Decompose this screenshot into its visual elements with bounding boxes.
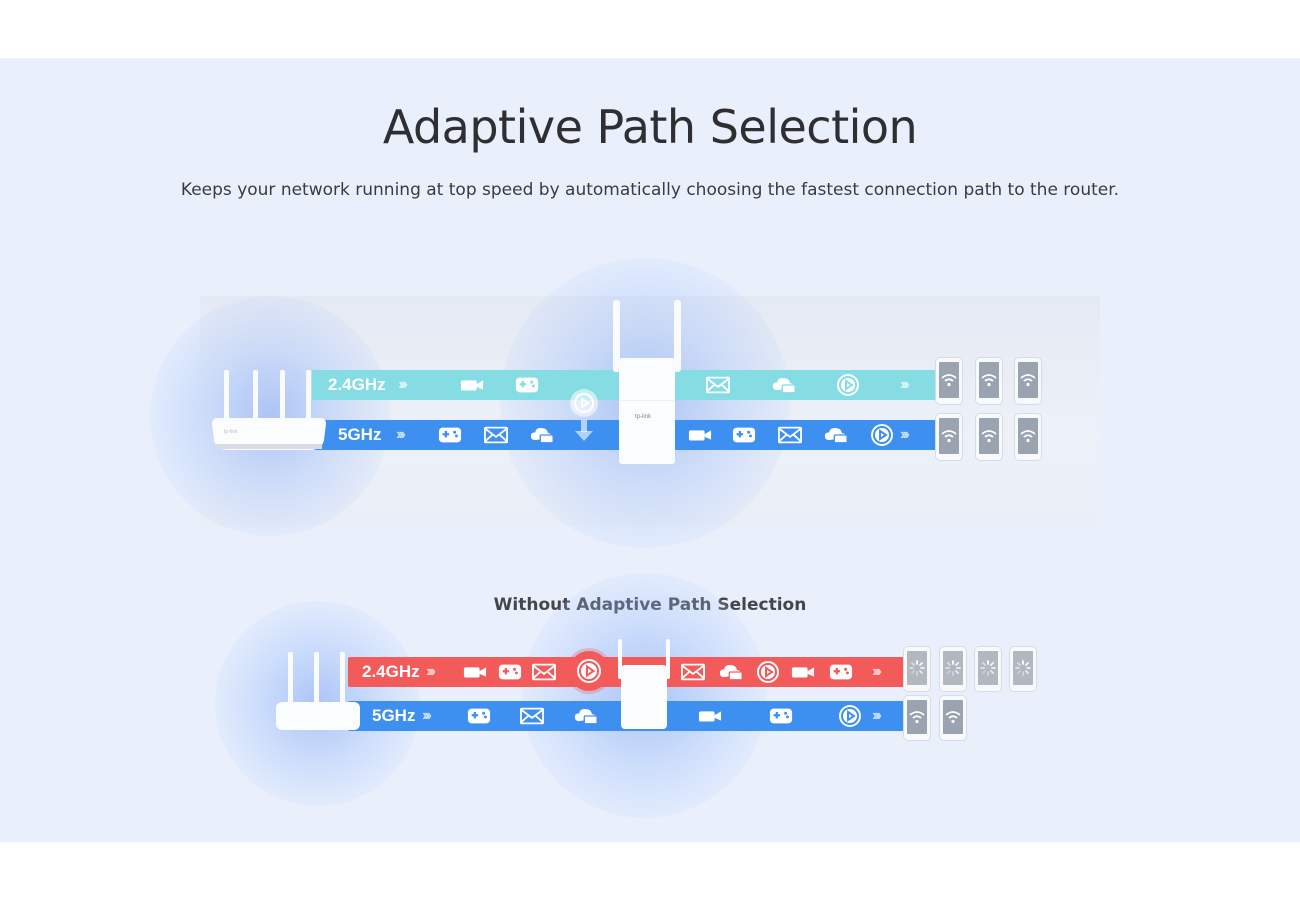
video-camera-icon bbox=[688, 424, 712, 446]
loading-spinner-icon bbox=[909, 660, 925, 676]
gamepad-icon bbox=[515, 374, 539, 396]
section-title: Adaptive Path Selection bbox=[382, 100, 918, 154]
envelope-icon bbox=[520, 705, 544, 727]
device-phone bbox=[904, 647, 930, 691]
cloud-folder-icon bbox=[772, 374, 796, 396]
adaptive-path-section: Adaptive Path Selection Keeps your netwo… bbox=[0, 58, 1300, 842]
section-subtitle: Keeps your network running at top speed … bbox=[180, 180, 1120, 200]
wifi-icon bbox=[981, 430, 997, 443]
play-icon bbox=[838, 705, 862, 727]
envelope-icon bbox=[681, 661, 705, 683]
video-camera-icon bbox=[698, 705, 722, 727]
chevrons-icon: ››› bbox=[426, 663, 436, 680]
gamepad-icon bbox=[769, 705, 793, 727]
play-icon bbox=[870, 424, 894, 446]
envelope-icon bbox=[778, 424, 802, 446]
cloud-folder-icon bbox=[530, 424, 554, 446]
video-camera-icon bbox=[463, 661, 487, 683]
loading-spinner-icon bbox=[980, 660, 996, 676]
router-signal-glow bbox=[150, 296, 390, 536]
chevrons-icon: ››› bbox=[900, 426, 910, 443]
loading-spinner-icon bbox=[1015, 660, 1031, 676]
svg-text:tp-link: tp-link bbox=[224, 429, 238, 435]
gamepad-icon bbox=[438, 424, 462, 446]
cloud-folder-icon bbox=[719, 661, 743, 683]
range-extender-device: tp-link bbox=[607, 300, 687, 468]
device-phone bbox=[904, 696, 930, 740]
band-label-24ghz: 2.4GHz bbox=[328, 375, 386, 394]
congested-play-icon bbox=[569, 651, 609, 691]
wifi-icon bbox=[941, 374, 957, 387]
chevrons-icon: ››› bbox=[900, 376, 910, 393]
chevrons-icon: ››› bbox=[422, 707, 432, 724]
gamepad-icon bbox=[732, 424, 756, 446]
device-phone bbox=[940, 647, 966, 691]
path-switch-play-icon bbox=[570, 389, 598, 417]
device-phone bbox=[975, 647, 1001, 691]
range-extender-device bbox=[616, 639, 672, 731]
router-device bbox=[274, 652, 362, 732]
wifi-icon bbox=[945, 711, 961, 724]
gamepad-icon bbox=[467, 705, 491, 727]
play-icon bbox=[836, 374, 860, 396]
wifi-icon bbox=[981, 374, 997, 387]
device-phone bbox=[1015, 358, 1041, 404]
band-label-5ghz: 5GHz bbox=[338, 425, 382, 444]
envelope-icon bbox=[532, 661, 556, 683]
band-label-5ghz: 5GHz bbox=[372, 706, 416, 725]
wifi-icon bbox=[941, 430, 957, 443]
device-phone bbox=[1015, 414, 1041, 460]
device-phone bbox=[936, 358, 962, 404]
chevrons-icon: ››› bbox=[398, 376, 408, 393]
gamepad-icon bbox=[498, 661, 522, 683]
loading-spinner-icon bbox=[945, 660, 961, 676]
cloud-folder-icon bbox=[824, 424, 848, 446]
video-camera-icon bbox=[791, 661, 815, 683]
device-phone bbox=[936, 414, 962, 460]
router-device: tp-link bbox=[210, 370, 328, 454]
path-switch-arrow-icon bbox=[574, 420, 594, 442]
device-phone bbox=[1010, 647, 1036, 691]
band-label-24ghz: 2.4GHz bbox=[362, 662, 420, 681]
wifi-icon bbox=[909, 711, 925, 724]
envelope-icon bbox=[484, 424, 508, 446]
svg-text:tp-link: tp-link bbox=[635, 414, 652, 420]
envelope-icon bbox=[706, 374, 730, 396]
gamepad-icon bbox=[829, 661, 853, 683]
device-phone bbox=[940, 696, 966, 740]
play-icon bbox=[756, 661, 780, 683]
device-phone bbox=[976, 358, 1002, 404]
device-phone bbox=[976, 414, 1002, 460]
wifi-icon bbox=[1020, 374, 1036, 387]
chevrons-icon: ››› bbox=[872, 707, 882, 724]
cloud-folder-icon bbox=[574, 705, 598, 727]
chevrons-icon: ››› bbox=[396, 426, 406, 443]
video-camera-icon bbox=[460, 374, 484, 396]
chevrons-icon: ››› bbox=[872, 663, 882, 680]
wifi-icon bbox=[1020, 430, 1036, 443]
